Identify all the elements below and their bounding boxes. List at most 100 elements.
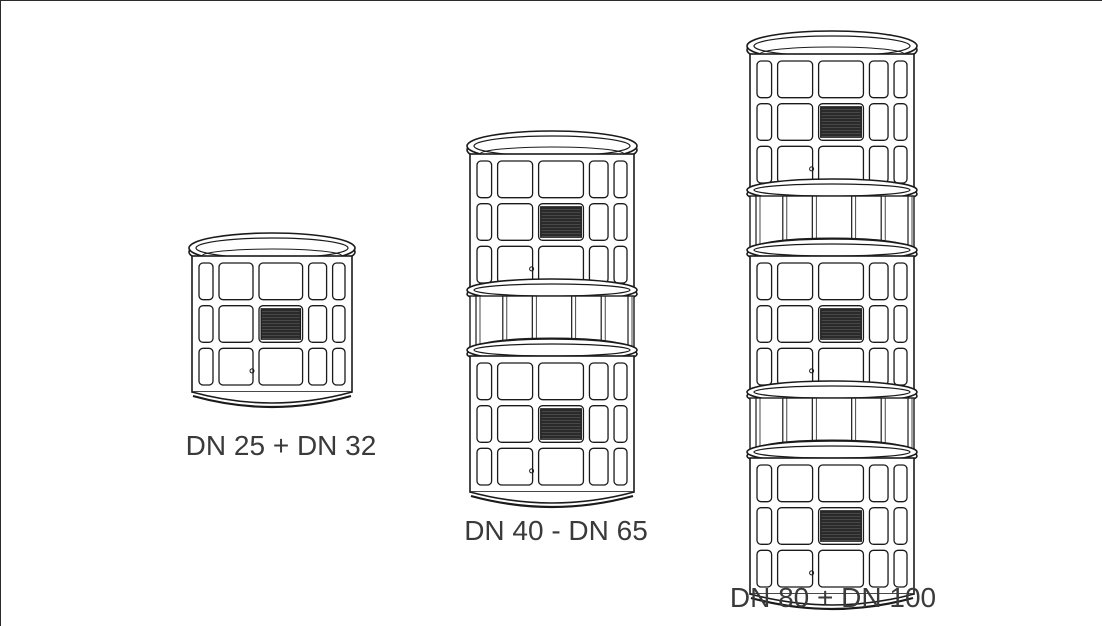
cage-window	[476, 362, 493, 401]
cage-window	[868, 305, 889, 343]
cage-window	[893, 507, 908, 545]
cage-window	[776, 464, 814, 503]
rivet-dot	[529, 468, 535, 474]
cage-window	[307, 347, 328, 386]
cage-window	[496, 362, 534, 401]
bottom-rim	[470, 494, 634, 509]
cage-window	[331, 305, 346, 343]
cage-window	[496, 160, 534, 199]
strainer-basket-large-icon	[746, 30, 918, 611]
rivet-dot	[809, 570, 815, 576]
bottom-rim	[191, 391, 353, 404]
bottom-rim	[749, 593, 915, 606]
mesh-panel	[820, 510, 862, 542]
strainer-basket-medium-icon	[466, 130, 638, 509]
cage-window	[756, 507, 773, 545]
cage-window	[756, 549, 773, 588]
bottom-rim	[469, 491, 635, 504]
cage-window	[776, 262, 814, 301]
cage-window	[258, 305, 304, 343]
cage-window	[258, 262, 304, 301]
cage-window	[258, 347, 304, 386]
cage-window	[893, 464, 908, 503]
cage-window	[613, 405, 628, 443]
rivet-dot	[249, 368, 255, 374]
rivet-dot	[809, 368, 815, 374]
cage-window	[331, 262, 346, 301]
cage-window	[613, 160, 628, 199]
label-dn40-dn65: DN 40 - DN 65	[464, 515, 648, 546]
cage-window	[198, 305, 214, 343]
cage-window	[496, 405, 534, 443]
cage-window	[537, 160, 585, 199]
cage-window	[868, 464, 889, 503]
cage-window	[756, 103, 773, 141]
cage-window	[307, 305, 328, 343]
cage-window	[776, 103, 814, 141]
mesh-panel	[820, 106, 862, 138]
cage-window	[588, 447, 609, 486]
mesh-panel	[540, 206, 582, 238]
cage-window	[588, 160, 609, 199]
cage-window	[868, 103, 889, 141]
cage-window	[817, 262, 865, 301]
cage-window	[893, 549, 908, 588]
cage-window	[613, 203, 628, 241]
cage-window	[537, 203, 585, 241]
bottom-rim	[192, 394, 352, 409]
cage-window	[588, 405, 609, 443]
cage-window	[756, 464, 773, 503]
cage-window	[331, 347, 346, 386]
cage-window	[817, 60, 865, 99]
cage-window	[756, 305, 773, 343]
cage-window	[756, 60, 773, 99]
strainer-basket-small-icon	[188, 232, 356, 409]
cage-window	[817, 549, 865, 588]
cage-window	[868, 507, 889, 545]
bottom-rim	[750, 596, 914, 611]
cage-window	[588, 203, 609, 241]
cage-window	[496, 447, 534, 486]
label-dn25-dn32: DN 25 + DN 32	[185, 430, 377, 461]
cage-window	[817, 103, 865, 141]
cage-window	[776, 60, 814, 99]
cage-window	[817, 305, 865, 343]
cage-window	[868, 549, 889, 588]
cage-window	[776, 549, 814, 588]
cage-window	[476, 447, 493, 486]
cage-window	[613, 362, 628, 401]
cage-window	[776, 305, 814, 343]
cage-window	[496, 203, 534, 241]
cage-window	[218, 262, 254, 301]
cage-window	[893, 60, 908, 99]
rivet-dot	[529, 266, 535, 272]
cage-window	[476, 405, 493, 443]
cage-window	[893, 305, 908, 343]
cage-window	[613, 447, 628, 486]
cage-window	[893, 103, 908, 141]
cage-window	[198, 347, 214, 386]
cage-window	[537, 405, 585, 443]
cage-window	[817, 507, 865, 545]
cage-window	[868, 60, 889, 99]
cage-window	[893, 262, 908, 301]
rivet-dot	[809, 166, 815, 172]
cage-window	[537, 447, 585, 486]
cage-window	[476, 203, 493, 241]
cage-window	[198, 262, 214, 301]
cage-window	[756, 262, 773, 301]
cage-window	[776, 507, 814, 545]
mesh-panel	[540, 408, 582, 440]
label-dn80-dn100: DN 80 + DN 100	[729, 582, 937, 613]
cage-window	[588, 362, 609, 401]
cage-window	[537, 362, 585, 401]
mesh-panel	[820, 308, 862, 340]
cage-window	[476, 160, 493, 199]
cage-window	[817, 464, 865, 503]
cage-window	[218, 305, 254, 343]
cage-window	[218, 347, 254, 386]
cage-window	[307, 262, 328, 301]
cage-window	[868, 262, 889, 301]
